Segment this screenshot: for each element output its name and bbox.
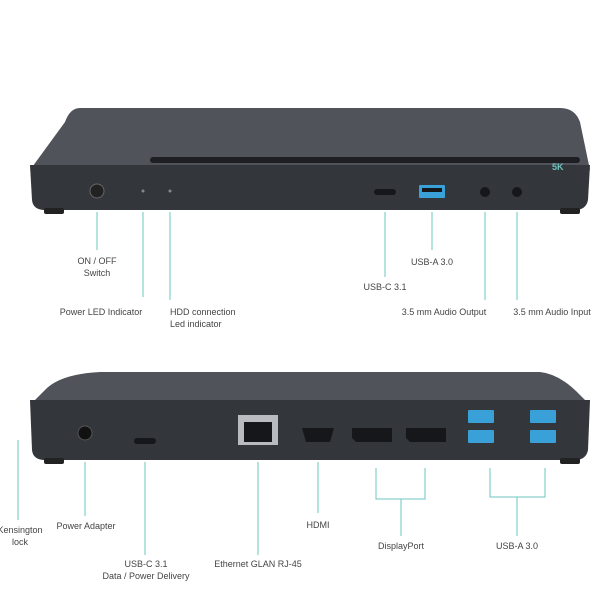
label-hdmi: HDMI (306, 520, 330, 530)
label-line: Led indicator (170, 319, 222, 329)
label-line: Data / Power Delivery (102, 571, 190, 581)
hdmi-port-icon (302, 428, 334, 442)
label-audio-out: 3.5 mm Audio Output (401, 307, 487, 317)
label-rear-usb-a: USB-A 3.0 (495, 541, 539, 551)
power-led-icon (141, 189, 145, 193)
label-line: HDD connection (170, 307, 236, 317)
label-line: lock (11, 537, 29, 547)
label-front-usb-c: USB-C 3.1 (363, 282, 407, 292)
label-power-adapter: Power Adapter (56, 521, 116, 531)
label-front-usb-a: USB-A 3.0 (410, 257, 454, 267)
label-displayport: DisplayPort (377, 541, 425, 551)
label-line: ON / OFF (77, 256, 117, 266)
label-kensington: Kensington lock (0, 524, 43, 548)
label-audio-in: 3.5 mm Audio Input (513, 307, 591, 317)
audio-in-jack-icon (512, 187, 522, 197)
usb-c-port-icon (374, 189, 396, 195)
dock-rear-view (30, 372, 590, 464)
badge-5k: 5K (552, 162, 564, 172)
displayport-2-icon (406, 428, 446, 442)
label-ethernet: Ethernet GLAN RJ-45 (214, 559, 302, 569)
callout-lines (17, 212, 546, 555)
dock-front-view: 5K (30, 108, 590, 214)
power-button-icon (89, 183, 105, 199)
displayport-1-icon (352, 428, 392, 442)
label-on-off-switch: ON / OFF Switch (78, 255, 117, 279)
hdd-led-icon (168, 189, 172, 193)
label-line: Switch (83, 268, 111, 278)
label-power-led: Power LED Indicator (59, 307, 143, 317)
label-line: Kensington (0, 525, 43, 535)
usb-a-ports-icon (468, 410, 556, 443)
audio-out-jack-icon (480, 187, 490, 197)
label-line: USB-C 3.1 (124, 559, 168, 569)
usb-c-port-icon (134, 438, 156, 444)
dc-jack-icon (77, 425, 93, 441)
